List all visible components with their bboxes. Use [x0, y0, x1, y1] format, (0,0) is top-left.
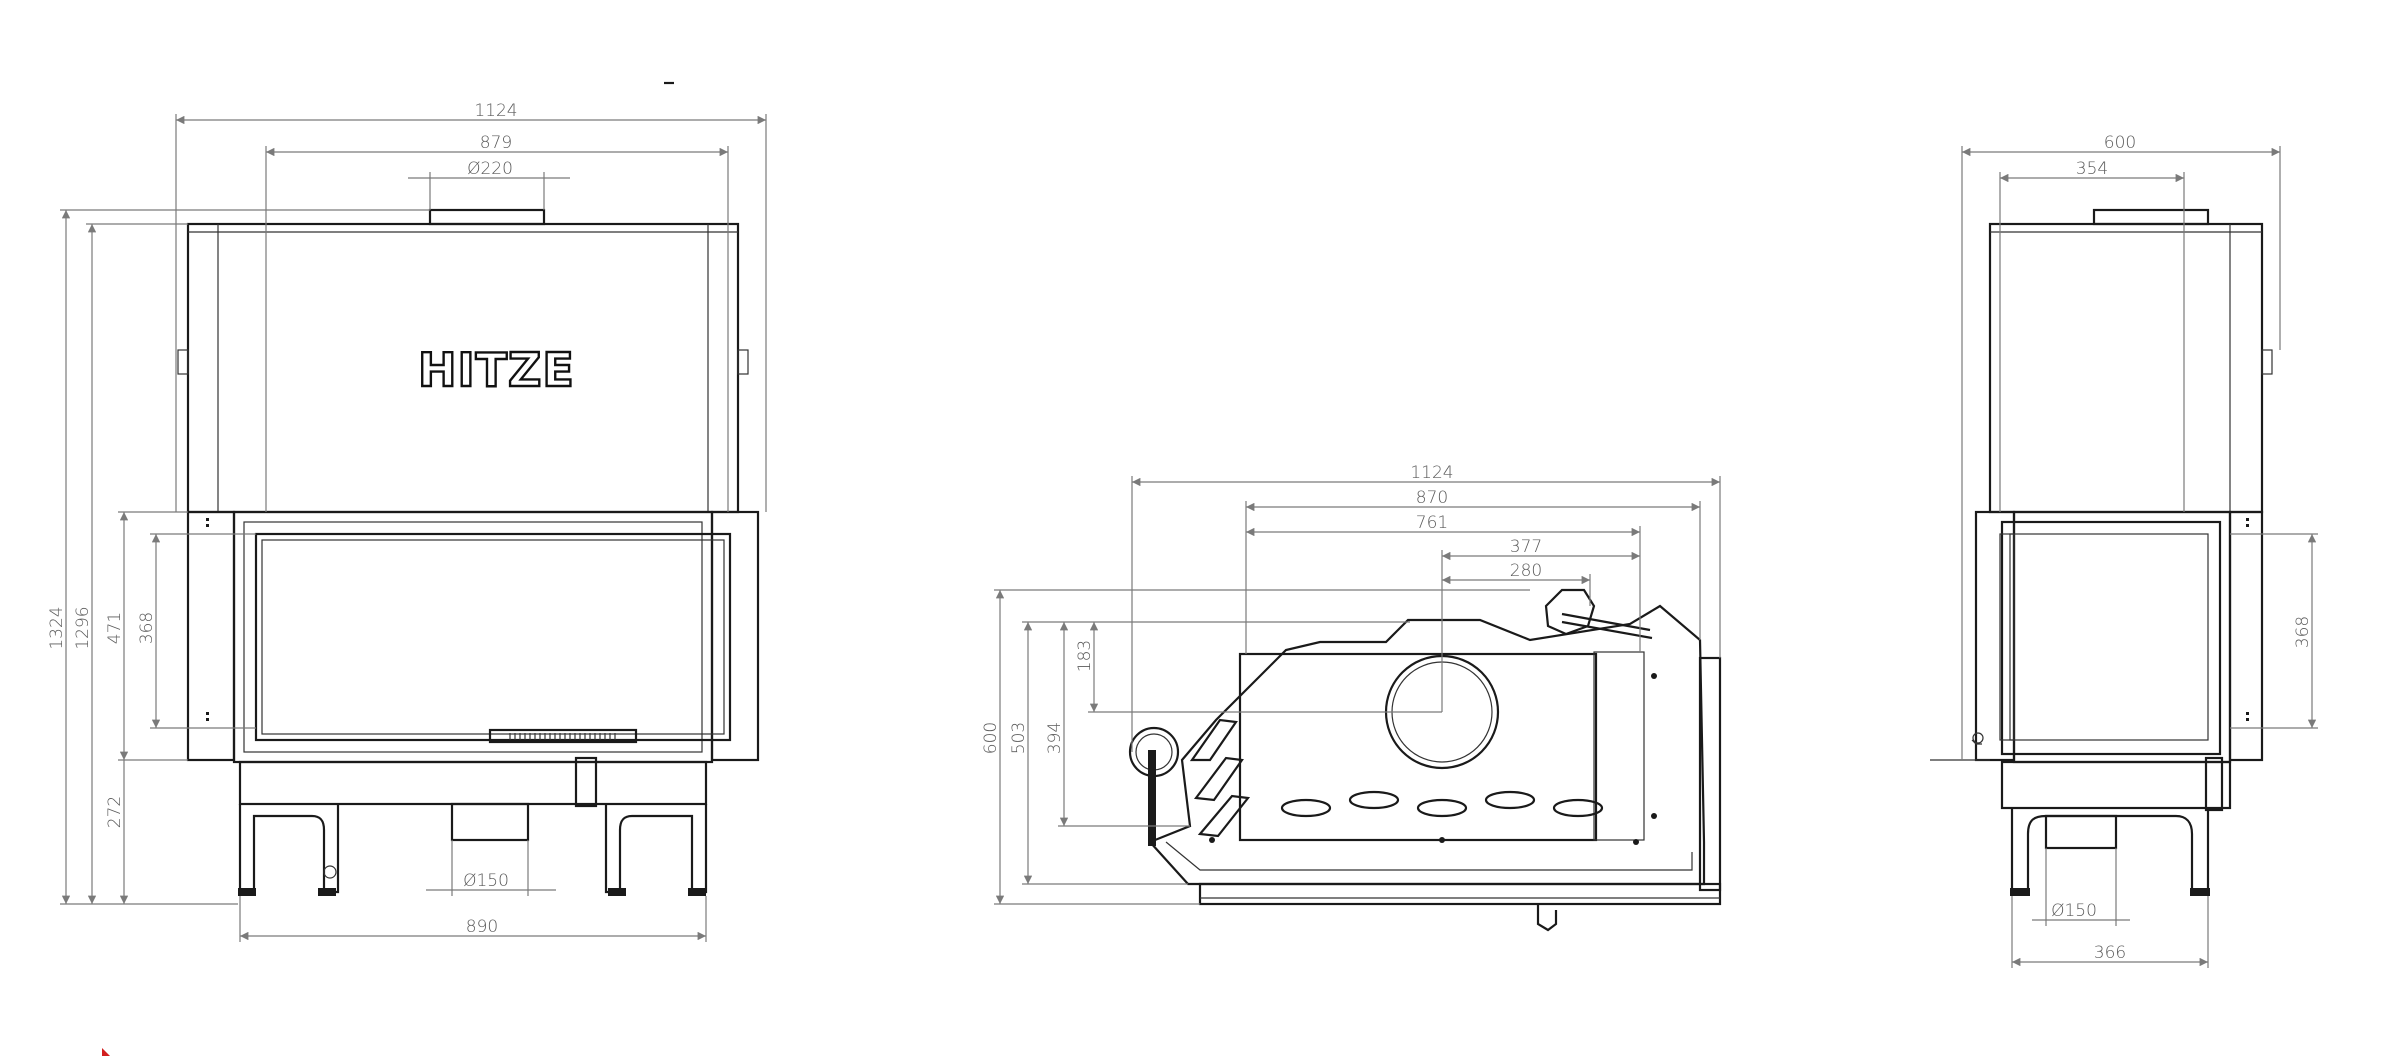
- right-glass-frame: [2000, 520, 2222, 756]
- dim-right-width-total: 600: [2104, 133, 2136, 153]
- side-body-outline: [1148, 604, 1706, 886]
- dim-front-flue-diameter: Ø220: [467, 159, 513, 179]
- dim-side-width-870: 870: [1416, 488, 1448, 508]
- side-view: [1128, 588, 1722, 932]
- side-floor-plate: [1198, 882, 1722, 906]
- dim-front-width-inner: 879: [480, 133, 512, 153]
- dim-right-width-inner: 354: [2076, 159, 2108, 179]
- front-leg-right: [604, 804, 708, 894]
- dim-side-height-183: 183: [1075, 640, 1095, 672]
- dim-front-height-glass: 368: [137, 612, 157, 644]
- dim-side-height-394: 394: [1045, 722, 1065, 754]
- dim-front-height-body: 1296: [73, 606, 93, 649]
- dim-side-height-503: 503: [1009, 722, 1029, 754]
- dim-right-height-glass: 368: [2293, 616, 2313, 648]
- dim-front-height-total: 1324: [47, 606, 67, 649]
- dim-right-air-inlet: Ø150: [2051, 901, 2097, 921]
- front-base-frame: [238, 760, 708, 806]
- right-view-dimensions: 600 354 368 Ø150 366: [1961, 133, 2318, 968]
- front-glass: [254, 532, 732, 742]
- front-flue-collar: [428, 208, 546, 226]
- right-top-housing: [1988, 222, 2264, 514]
- dim-front-height-door: 471: [105, 612, 125, 644]
- side-spring-handle: [1544, 588, 1596, 636]
- front-door: [232, 510, 714, 764]
- right-view: [1930, 208, 2273, 896]
- front-view: HITZE: [177, 208, 760, 896]
- door-grille: [488, 728, 638, 744]
- dim-front-height-legs: 272: [105, 796, 125, 828]
- side-firebox: [1238, 652, 1598, 842]
- corner-marker: [102, 1048, 110, 1056]
- hitze-logo: HITZE: [418, 343, 575, 397]
- dim-side-width-377: 377: [1510, 537, 1542, 557]
- right-door: [2012, 510, 2232, 764]
- right-flue-collar: [2092, 208, 2210, 226]
- dim-front-width-total: 1124: [474, 101, 517, 121]
- front-air-inlet: [450, 802, 530, 842]
- dim-side-width-280: 280: [1510, 561, 1542, 581]
- side-view-dimensions: 1124 870 761 377 280 600 503 394 183: [981, 463, 1721, 905]
- dim-side-width-total: 1124: [1410, 463, 1453, 483]
- right-air-inlet: [2044, 814, 2118, 850]
- front-leg-left: [238, 804, 340, 894]
- side-air-slots: [1280, 790, 1604, 818]
- dim-front-air-inlet: Ø150: [463, 871, 509, 891]
- front-view-dimensions: 1124 879 Ø220 1324 1296 471 368 272 Ø150…: [47, 101, 767, 942]
- right-legs: [2010, 808, 2210, 894]
- dim-side-width-761: 761: [1416, 513, 1448, 533]
- dim-front-width-base: 890: [466, 917, 498, 937]
- dim-right-width-base: 366: [2094, 943, 2126, 963]
- dim-side-height-600: 600: [981, 722, 1001, 754]
